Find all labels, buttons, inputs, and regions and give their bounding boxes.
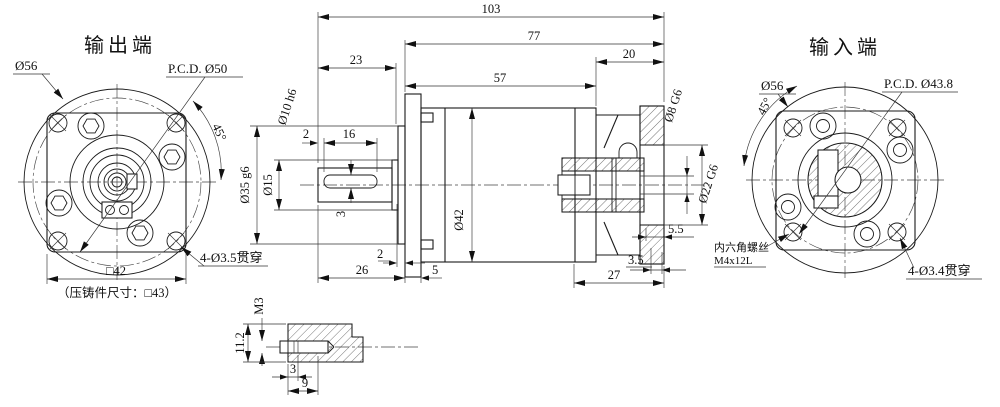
dim-d22: Ø22 G6 (695, 163, 721, 205)
screw-note-line1: 内六角螺丝 (714, 240, 769, 254)
dim-3: 3 (290, 362, 296, 376)
screw-holes (774, 112, 914, 248)
output-d56-label: Ø56 (15, 58, 38, 73)
screw-note-line2: M4x12L (714, 255, 753, 267)
dim-5: 5 (432, 263, 438, 277)
dim-key-3: 3 (334, 211, 348, 217)
section-view: 103 77 23 57 20 2 16 3 Ø10 h6 Ø35 g6 Ø15… (238, 2, 790, 288)
dim-27: 27 (608, 268, 621, 282)
output-angle-label: 45° (209, 121, 229, 143)
corner-hole (48, 113, 186, 251)
output-holes-label: 4-Ø3.5贯穿 (200, 250, 262, 265)
dim-body-d42: Ø42 (452, 209, 466, 231)
dim-key-16: 16 (343, 127, 356, 141)
dim-d8: Ø8 G6 (661, 88, 685, 124)
dim-5-5: 5.5 (668, 222, 684, 236)
output-square-dim: □42 (106, 264, 126, 278)
output-title: 输出端 (84, 34, 156, 57)
hex-socket-screws (45, 112, 186, 247)
dim-9: 9 (302, 376, 308, 390)
dim-boss-d35: Ø35 g6 (238, 166, 252, 203)
output-shaft-bore (69, 134, 165, 230)
dim-26: 26 (356, 263, 369, 277)
output-pcd-label: P.C.D. Ø50 (168, 61, 227, 76)
input-end-view: 输入端 45° Ø56 P.C.D. (742, 36, 982, 280)
dim-77: 77 (528, 29, 541, 43)
dim-23: 23 (350, 53, 363, 67)
input-angle-label: 45° (754, 95, 775, 117)
dim-20: 20 (623, 47, 636, 61)
dim-11-2: 11.2 (233, 332, 247, 353)
dim-103: 103 (482, 2, 501, 16)
dim-m3: M3 (252, 297, 266, 314)
dim-key-2: 2 (303, 127, 309, 141)
input-holes-label: 4-Ø3.4贯穿 (908, 263, 970, 278)
input-d56-label: Ø56 (761, 78, 784, 93)
dim-shaft-d10: Ø10 h6 (275, 87, 300, 127)
output-end-view: 输出端 (13, 34, 268, 300)
output-casting-note: （压铸件尺寸：□43） (57, 285, 177, 300)
dim-d15: Ø15 (261, 174, 275, 196)
detail-view: M3 11.2 3 9 (233, 297, 420, 395)
input-pcd-label: P.C.D. Ø43.8 (884, 76, 953, 91)
dim-step-2: 2 (377, 247, 383, 261)
dim-3-5: 3.5 (628, 253, 644, 267)
dim-57: 57 (494, 71, 507, 85)
input-title: 输入端 (809, 36, 881, 59)
